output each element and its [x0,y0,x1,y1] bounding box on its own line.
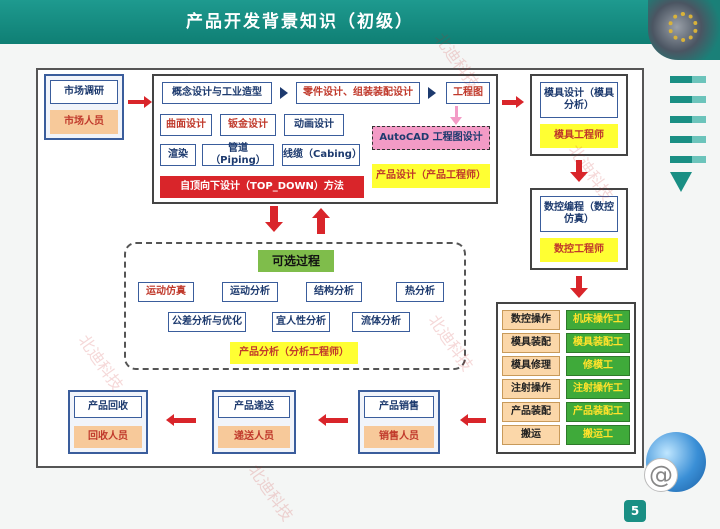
arrow-shaft [468,418,486,423]
gear-icon [668,12,698,42]
arrow-shaft [502,100,516,105]
down-arrow-icon [570,172,588,182]
nc-title: 数控编程（数控仿真） [540,196,618,232]
topdown-method: 自顶向下设计（TOP_DOWN）方法 [160,176,364,198]
drawing: 工程图 [446,82,490,104]
stripe-decoration [670,76,692,83]
arrow-shaft [270,206,278,222]
process-item: 公差分析与优化 [168,312,246,332]
right-arrow-icon [144,96,152,108]
mfg-worker: 修模工 [566,356,630,376]
mfg-worker: 产品装配工 [566,402,630,422]
mold-title: 模具设计（模具分析） [540,82,618,118]
process-role: 产品分析（分析工程师） [230,342,358,364]
title-bar [0,0,720,44]
stripe-decoration [692,136,706,143]
triangle-decoration [670,172,692,192]
stripe-decoration [692,96,706,103]
sales-person: 销售人员 [364,426,434,448]
mfg-task: 注射操作 [502,379,560,399]
mfg-worker: 搬运工 [566,425,630,445]
right-arrow-icon [280,87,288,99]
market-person: 市场人员 [50,110,118,134]
sales-title: 产品销售 [364,396,434,418]
arrow-shaft [174,418,196,423]
sheet-design: 钣金设计 [220,114,276,136]
mold-role: 模具工程师 [540,124,618,148]
stripe-decoration [670,156,692,163]
mfg-worker: 模具装配工 [566,333,630,353]
concept-design: 概念设计与工业造型 [162,82,272,104]
arrow-shaft [317,218,325,234]
delivery-person: 递送人员 [218,426,290,448]
down-arrow-icon [265,222,283,232]
down-arrow-icon [450,117,462,125]
arrow-shaft [455,106,458,118]
page-number: 5 [624,500,646,522]
mfg-task: 搬运 [502,425,560,445]
parts-design: 零件设计、组装装配设计 [296,82,420,104]
mfg-worker: 注射操作工 [566,379,630,399]
delivery-title: 产品递送 [218,396,290,418]
process-item: 运动仿真 [138,282,194,302]
left-arrow-icon [166,414,174,426]
autocad-design: AutoCAD 工程图设计 [372,126,490,150]
down-arrow-icon [570,288,588,298]
recycle-person: 回收人员 [74,426,142,448]
up-arrow-icon [312,208,330,218]
slide-title: 产品开发背景知识（初级） [186,12,414,32]
mfg-task: 模具装配 [502,333,560,353]
watermark: 北迪科技 [244,461,297,525]
surface-design: 曲面设计 [160,114,212,136]
mfg-task: 数控操作 [502,310,560,330]
animation-design: 动画设计 [284,114,344,136]
stripe-decoration [692,116,706,123]
arrow-shaft [128,100,144,104]
corner-decoration [648,0,720,60]
nc-role: 数控工程师 [540,238,618,262]
process-item: 宜人性分析 [272,312,330,332]
mfg-task: 模具修理 [502,356,560,376]
stripe-decoration [692,156,706,163]
stripe-decoration [692,76,706,83]
arrow-shaft [576,276,582,288]
arrow-shaft [576,160,582,172]
arrow-shaft [326,418,348,423]
left-arrow-icon [460,414,468,426]
process-item: 热分析 [396,282,444,302]
process-title: 可选过程 [258,250,334,272]
right-arrow-icon [428,87,436,99]
process-item: 结构分析 [306,282,362,302]
process-item: 流体分析 [352,312,410,332]
cabling: 线缆（Cabing） [282,144,362,166]
stripe-decoration [670,116,692,123]
piping: 管道（Piping） [202,143,274,166]
mfg-worker: 机床操作工 [566,310,630,330]
market-title: 市场调研 [50,80,118,104]
process-item: 运动分析 [222,282,278,302]
right-arrow-icon [516,96,524,108]
stripe-decoration [670,96,692,103]
design-role: 产品设计（产品工程师） [372,164,490,188]
render: 渲染 [160,144,196,166]
left-arrow-icon [318,414,326,426]
mfg-task: 产品装配 [502,402,560,422]
stripe-decoration [670,136,692,143]
at-sign-icon: @ [644,458,678,492]
recycle-title: 产品回收 [74,396,142,418]
